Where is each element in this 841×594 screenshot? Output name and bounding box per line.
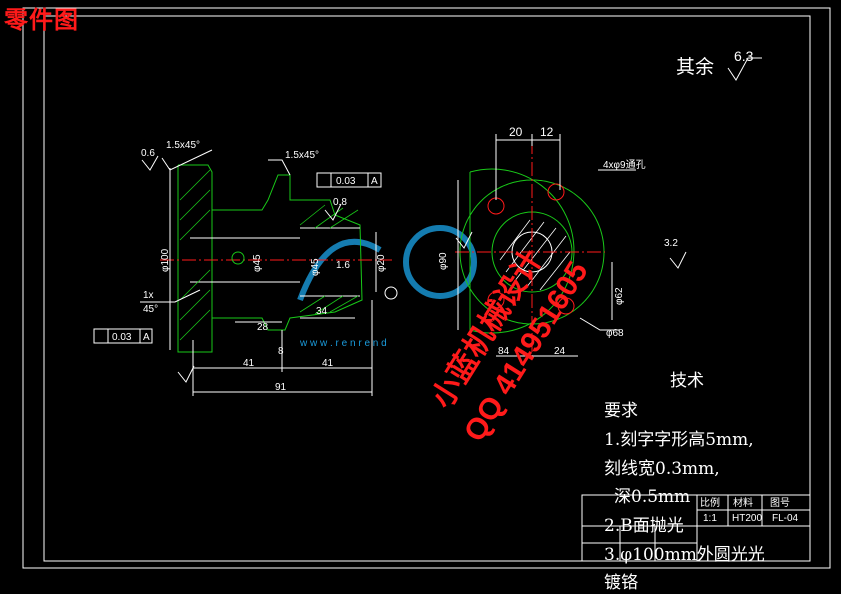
dim-d90: φ90 [438,252,449,270]
dim-d100: φ100 [160,248,171,272]
dim-d45-b: φ45 [310,258,321,276]
dim-width-12: 12 [540,125,554,139]
dim-datum-2: A [143,332,150,343]
tb-material: HT200 [732,513,762,524]
dim-d20: φ20 [376,254,387,272]
dim-width-20: 20 [509,125,523,139]
outer-border [22,7,831,569]
watermark-site: w w w . r e n r e n d [299,338,387,349]
side-section-view [93,149,398,396]
tb-drawing-label: 图号 [770,497,790,509]
tb-drawing-no: FL-04 [772,513,799,524]
tb-scale: 1:1 [703,513,717,524]
title-block [581,494,811,562]
dim-chamfer-1: 1.5x45° [166,140,200,151]
dim-length-91: 91 [275,382,287,393]
dim-length-41-a: 41 [243,358,255,369]
dim-tolerance-2: 0.03 [112,332,132,343]
req-line-6: 镀铬 [604,573,638,593]
roughness-label: 其余 [676,56,715,78]
req-line-1: 1.刻字字形高5mm, [604,430,754,450]
page-title: 零件图 [4,7,79,34]
dim-roughness-16: 1.6 [336,260,350,271]
dim-chamfer-45: 45° [143,304,158,315]
dim-length-34: 34 [316,306,328,317]
dim-length-28: 28 [257,322,269,333]
req-line-2: 刻线宽0.3mm, [604,459,720,479]
dim-tolerance-1: 0.03 [336,176,356,187]
dim-roughness-08: 0.8 [333,197,347,208]
dim-holes: 4xφ9通孔 [603,159,646,171]
dim-d45-a: φ45 [252,254,263,272]
dim-d68: φ68 [606,328,624,339]
tb-material-label: 材料 [733,496,753,509]
dim-roughness-32: 3.2 [664,238,678,249]
dim-roughness-06: 0.6 [141,148,155,159]
dim-width-24: 24 [554,346,566,357]
tb-scale-label: 比例 [700,496,720,509]
dim-length-41-b: 41 [322,358,334,369]
dim-chamfer-2: 1.5x45° [285,150,319,161]
req-heading-2: 要求 [604,401,638,421]
roughness-value: 6.3 [734,48,754,64]
front-view [455,134,687,360]
req-line-4: 2.B面抛光 [604,516,684,536]
req-line-3: 深0.5mm [614,487,691,507]
inner-border [43,15,811,562]
dim-d62: φ62 [614,287,625,305]
dim-chamfer-1x: 1x [143,290,154,301]
dim-datum-1: A [371,176,378,187]
dim-width-84: 84 [498,346,510,357]
req-heading-1: 技术 [670,371,704,391]
dim-length-8: 8 [278,346,284,357]
roughness-symbol [727,57,762,81]
watermark-logo [297,225,477,302]
req-line-5: 3.φ100mm外圆光光 [604,545,765,565]
